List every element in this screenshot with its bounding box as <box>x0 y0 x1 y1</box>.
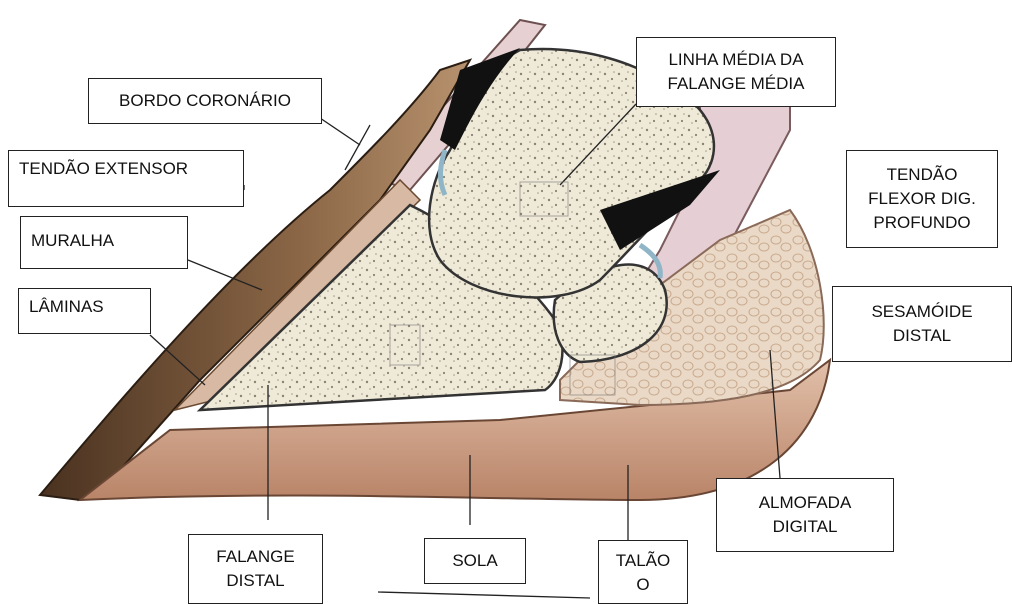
label-linha-media: LINHA MÉDIA DA FALANGE MÉDIA <box>636 37 836 107</box>
label-almofada-digital: ALMOFADA DIGITAL <box>716 478 894 552</box>
label-bordo-coronario: BORDO CORONÁRIO <box>88 78 322 124</box>
label-tendao-flexor: TENDÃO FLEXOR DIG. PROFUNDO <box>846 150 998 248</box>
label-laminas: LÂMINAS <box>18 288 151 334</box>
label-falange-distal: FALANGE DISTAL <box>188 534 323 604</box>
label-tendao-extensor: TENDÃO EXTENSOR <box>8 150 244 207</box>
label-sesamoide-distal: SESAMÓIDE DISTAL <box>832 286 1012 362</box>
label-talao: TALÃO O <box>598 540 688 604</box>
label-sola: SOLA <box>424 538 526 584</box>
label-muralha: MURALHA <box>20 216 188 269</box>
